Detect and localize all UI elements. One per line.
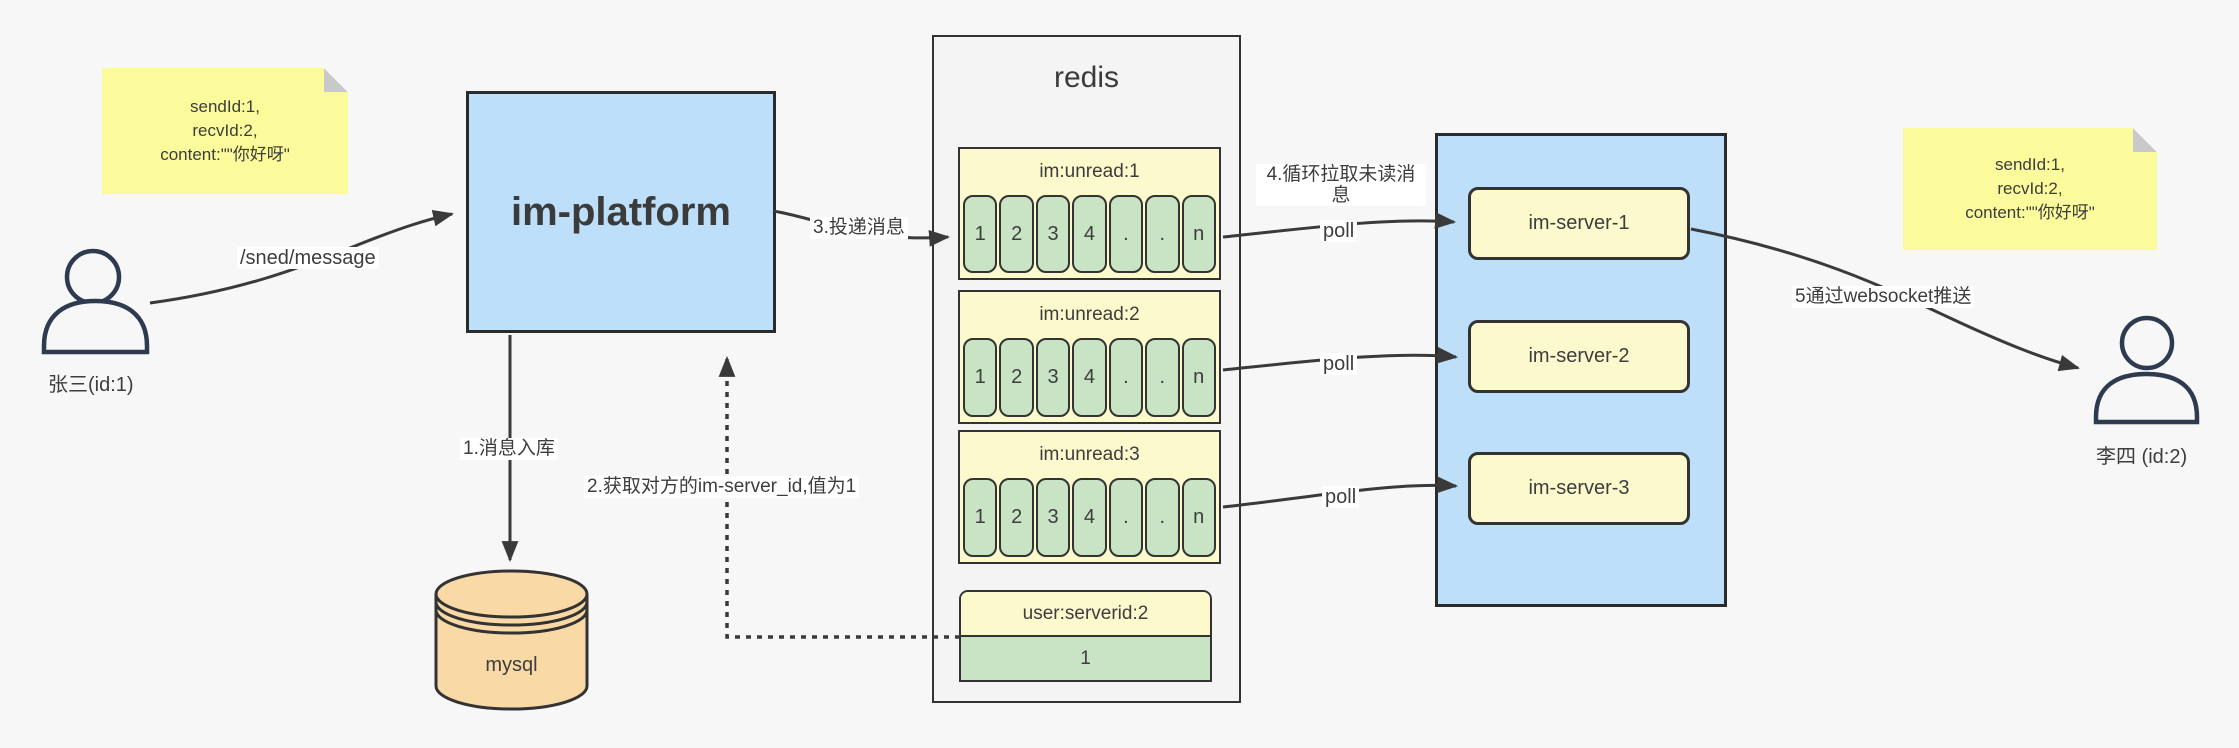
list-cell: 3 — [1035, 195, 1071, 273]
list-cell: n — [1181, 338, 1216, 417]
redis-list-cells: 1 2 3 4 . . n — [962, 478, 1217, 557]
im-server-1-label: im-server-1 — [1528, 212, 1630, 234]
list-cell: 3 — [1035, 338, 1071, 417]
edge-label-poll-1: poll — [1320, 220, 1358, 242]
im-server-1-box: im-server-1 — [1468, 187, 1690, 260]
sticky-note-message-payload-right: sendId:1, recvId:2, content:""你好呀" — [1903, 128, 2157, 250]
list-cell: 2 — [999, 478, 1034, 557]
list-cell: 3 — [1035, 478, 1071, 557]
edge-label-poll-3: poll — [1322, 486, 1360, 508]
note-line: sendId:1, — [190, 97, 260, 116]
redis-list-im-unread-3: im:unread:3 1 2 3 4 . . n — [958, 430, 1221, 564]
list-cell: . — [1145, 478, 1180, 557]
user-icon-receiver — [2093, 315, 2200, 425]
list-cell: n — [1181, 478, 1216, 557]
im-platform-box: im-platform — [466, 91, 776, 333]
note-line: content:""你好呀" — [160, 145, 290, 164]
redis-list-im-unread-2: im:unread:2 1 2 3 4 . . n — [958, 290, 1221, 424]
list-cell: . — [1108, 195, 1144, 273]
list-cell: . — [1108, 338, 1144, 417]
mysql-database-icon — [434, 569, 589, 711]
im-server-3-label: im-server-3 — [1528, 477, 1630, 499]
arrow-step2-dashed — [718, 355, 960, 639]
edge-label-send-api: /sned/message — [237, 247, 379, 269]
note-line: sendId:1, — [1995, 155, 2065, 174]
im-server-2-label: im-server-2 — [1528, 345, 1630, 367]
sticky-note-message-payload-left: sendId:1, recvId:2, content:""你好呀" — [102, 68, 348, 194]
receiver-name-label: 李四 (id:2) — [2096, 446, 2188, 468]
im-server-2-box: im-server-2 — [1468, 320, 1690, 393]
redis-list-cells: 1 2 3 4 . . n — [962, 195, 1217, 273]
redis-list-header: im:unread:1 — [1039, 161, 1140, 182]
list-cell: 1 — [963, 478, 998, 557]
redis-list-cells: 1 2 3 4 . . n — [962, 338, 1217, 417]
list-cell: 1 — [963, 338, 998, 417]
edge-label-step5: 5通过websocket推送 — [1792, 286, 1975, 308]
mysql-label: mysql — [485, 654, 538, 676]
list-cell: 4 — [1072, 478, 1107, 557]
sender-name-label: 张三(id:1) — [48, 374, 134, 396]
arrow-websocket-push — [1690, 227, 2081, 372]
edge-label-step4: 4.循环拉取未读消息 — [1256, 164, 1426, 206]
user-icon-sender — [41, 248, 150, 355]
redis-container: redis im:unread:1 1 2 3 4 . . n im:unrea… — [932, 35, 1241, 703]
kv-key: user:serverid:2 — [961, 592, 1210, 637]
note-line: recvId:2, — [192, 121, 258, 140]
list-cell: . — [1145, 338, 1180, 417]
note-fold-corner — [2133, 128, 2157, 152]
list-cell: n — [1181, 195, 1216, 273]
list-cell: 4 — [1072, 338, 1107, 417]
kv-value: 1 — [961, 637, 1210, 680]
im-platform-label: im-platform — [511, 189, 731, 234]
list-cell: 4 — [1072, 195, 1107, 273]
redis-title: redis — [1053, 61, 1120, 94]
redis-list-im-unread-1: im:unread:1 1 2 3 4 . . n — [958, 147, 1221, 280]
list-cell: . — [1108, 478, 1144, 557]
edge-label-step3: 3.投递消息 — [810, 217, 908, 239]
list-cell: 1 — [963, 195, 998, 273]
redis-list-header: im:unread:3 — [1039, 444, 1140, 465]
note-fold-corner — [324, 68, 348, 92]
list-cell: . — [1145, 195, 1180, 273]
edge-label-step2: 2.获取对方的im-server_id,值为1 — [584, 476, 860, 498]
redis-kv-user-serverid: user:serverid:2 1 — [959, 590, 1212, 682]
im-server-3-box: im-server-3 — [1468, 452, 1690, 525]
note-line: recvId:2, — [1997, 179, 2063, 198]
note-line: content:""你好呀" — [1965, 203, 2095, 222]
redis-list-header: im:unread:2 — [1039, 304, 1140, 325]
edge-label-step1: 1.消息入库 — [460, 438, 558, 460]
im-server-cluster-box: im-server-1 im-server-2 im-server-3 — [1435, 133, 1727, 607]
list-cell: 2 — [999, 338, 1034, 417]
list-cell: 2 — [999, 195, 1034, 273]
edge-label-poll-2: poll — [1320, 353, 1358, 375]
